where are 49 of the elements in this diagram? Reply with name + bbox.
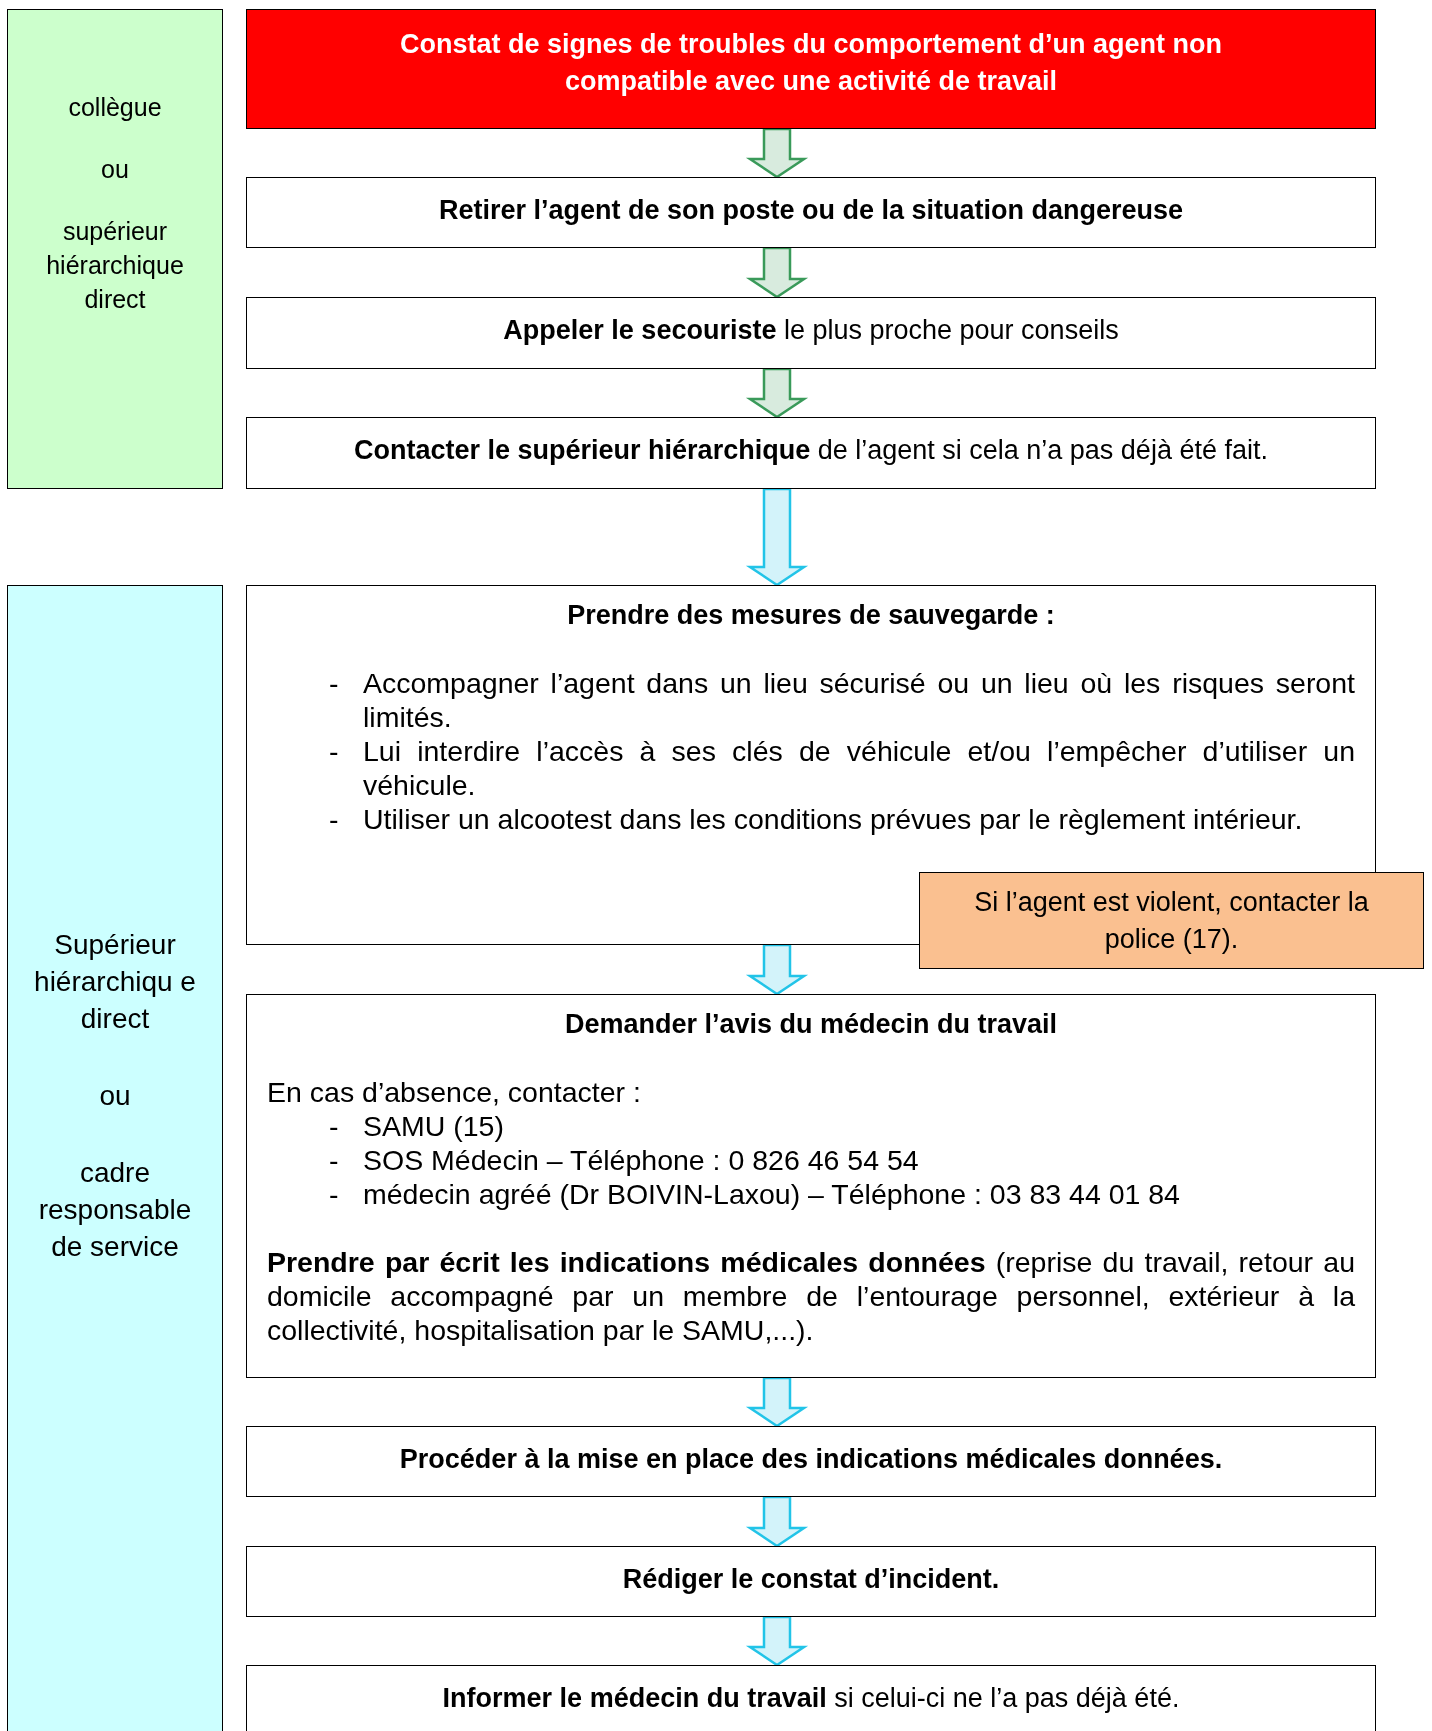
block-arrow <box>745 127 809 179</box>
block-arrow <box>745 487 809 587</box>
bullet-text: médecin agréé (Dr BOIVIN-Laxou) – Téléphone : 03 83 44 01 84 <box>363 1177 1180 1211</box>
note-text: Si l’agent est violent, contacter la police (17). <box>973 885 1370 956</box>
step-box <box>246 1426 1376 1497</box>
block-arrow <box>745 246 809 299</box>
actor-label: collègue <box>68 92 162 123</box>
step-box <box>246 297 1376 369</box>
block-arrow <box>745 1495 809 1548</box>
step-text: Contacter le supérieur hiérarchique de l’agent si cela n’a pas déjà été fait. <box>354 434 1268 467</box>
step-text: Retirer l’agent de son poste ou de la situation dangereuse <box>438 194 1184 227</box>
bullet-text: Lui interdire l’accès à ses clés de véhicule et/ou l’empêcher d’utiliser un véhicule. <box>363 734 1355 802</box>
bullet-text: SAMU (15) <box>363 1109 504 1143</box>
step-box <box>246 177 1376 248</box>
actor-label: supérieur hiérarchique direct <box>45 216 185 315</box>
actor-label: ou <box>101 154 129 185</box>
bullet-text: SOS Médecin – Téléphone : 0 826 46 54 54 <box>363 1143 919 1177</box>
bullet-marker: - <box>329 1110 339 1142</box>
step-box <box>246 1665 1376 1731</box>
step-text: En cas d’absence, contacter : <box>267 1075 642 1109</box>
trigger-text: Constat de signes de troubles du comportement d’un agent non compatible avec une activité de travail <box>398 28 1224 98</box>
step-heading: Demander l’avis du médecin du travail <box>563 1008 1059 1041</box>
actor-label: ou <box>99 1079 131 1113</box>
bullet-marker: - <box>329 1144 339 1176</box>
trigger-box <box>246 9 1376 129</box>
bullet-marker: - <box>329 735 339 767</box>
step-text: Procéder à la mise en place des indications médicales données. <box>399 1443 1223 1476</box>
step-text: Prendre par écrit les indications médicales données (reprise du travail, retour au domicile accompagné par un membre de l’entourage personnel, extérieur à la collectivité, hospitalisation par le SAMU,...). <box>267 1245 1355 1347</box>
block-arrow <box>745 1376 809 1428</box>
actor-panel <box>7 9 223 489</box>
note-box <box>919 872 1424 969</box>
step-box <box>246 417 1376 489</box>
step-text: Informer le médecin du travail si celui-ci ne l’a pas déjà été. <box>442 1682 1180 1715</box>
step-box <box>246 1546 1376 1617</box>
bullet-marker: - <box>329 803 339 835</box>
step-heading: Prendre des mesures de sauvegarde : <box>566 599 1056 632</box>
actor-label: cadre responsable de service <box>37 1156 193 1264</box>
bullet-text: Accompagner l’agent dans un lieu sécurisé ou un lieu où les risques seront limités. <box>363 666 1355 734</box>
bullet-marker: - <box>329 1178 339 1210</box>
step-text: Rédiger le constat d’incident. <box>622 1563 1000 1596</box>
step-box <box>246 994 1376 1378</box>
block-arrow <box>745 943 809 996</box>
bullet-marker: - <box>329 667 339 699</box>
bullet-text: Utiliser un alcootest dans les conditions prévues par le règlement intérieur. <box>363 802 1303 836</box>
step-text: Appeler le secouriste le plus proche pour conseils <box>503 314 1119 347</box>
block-arrow <box>745 367 809 419</box>
actor-panel <box>7 585 223 1731</box>
block-arrow <box>745 1615 809 1667</box>
actor-label: Supérieur hiérarchiqu e direct <box>33 928 197 1036</box>
